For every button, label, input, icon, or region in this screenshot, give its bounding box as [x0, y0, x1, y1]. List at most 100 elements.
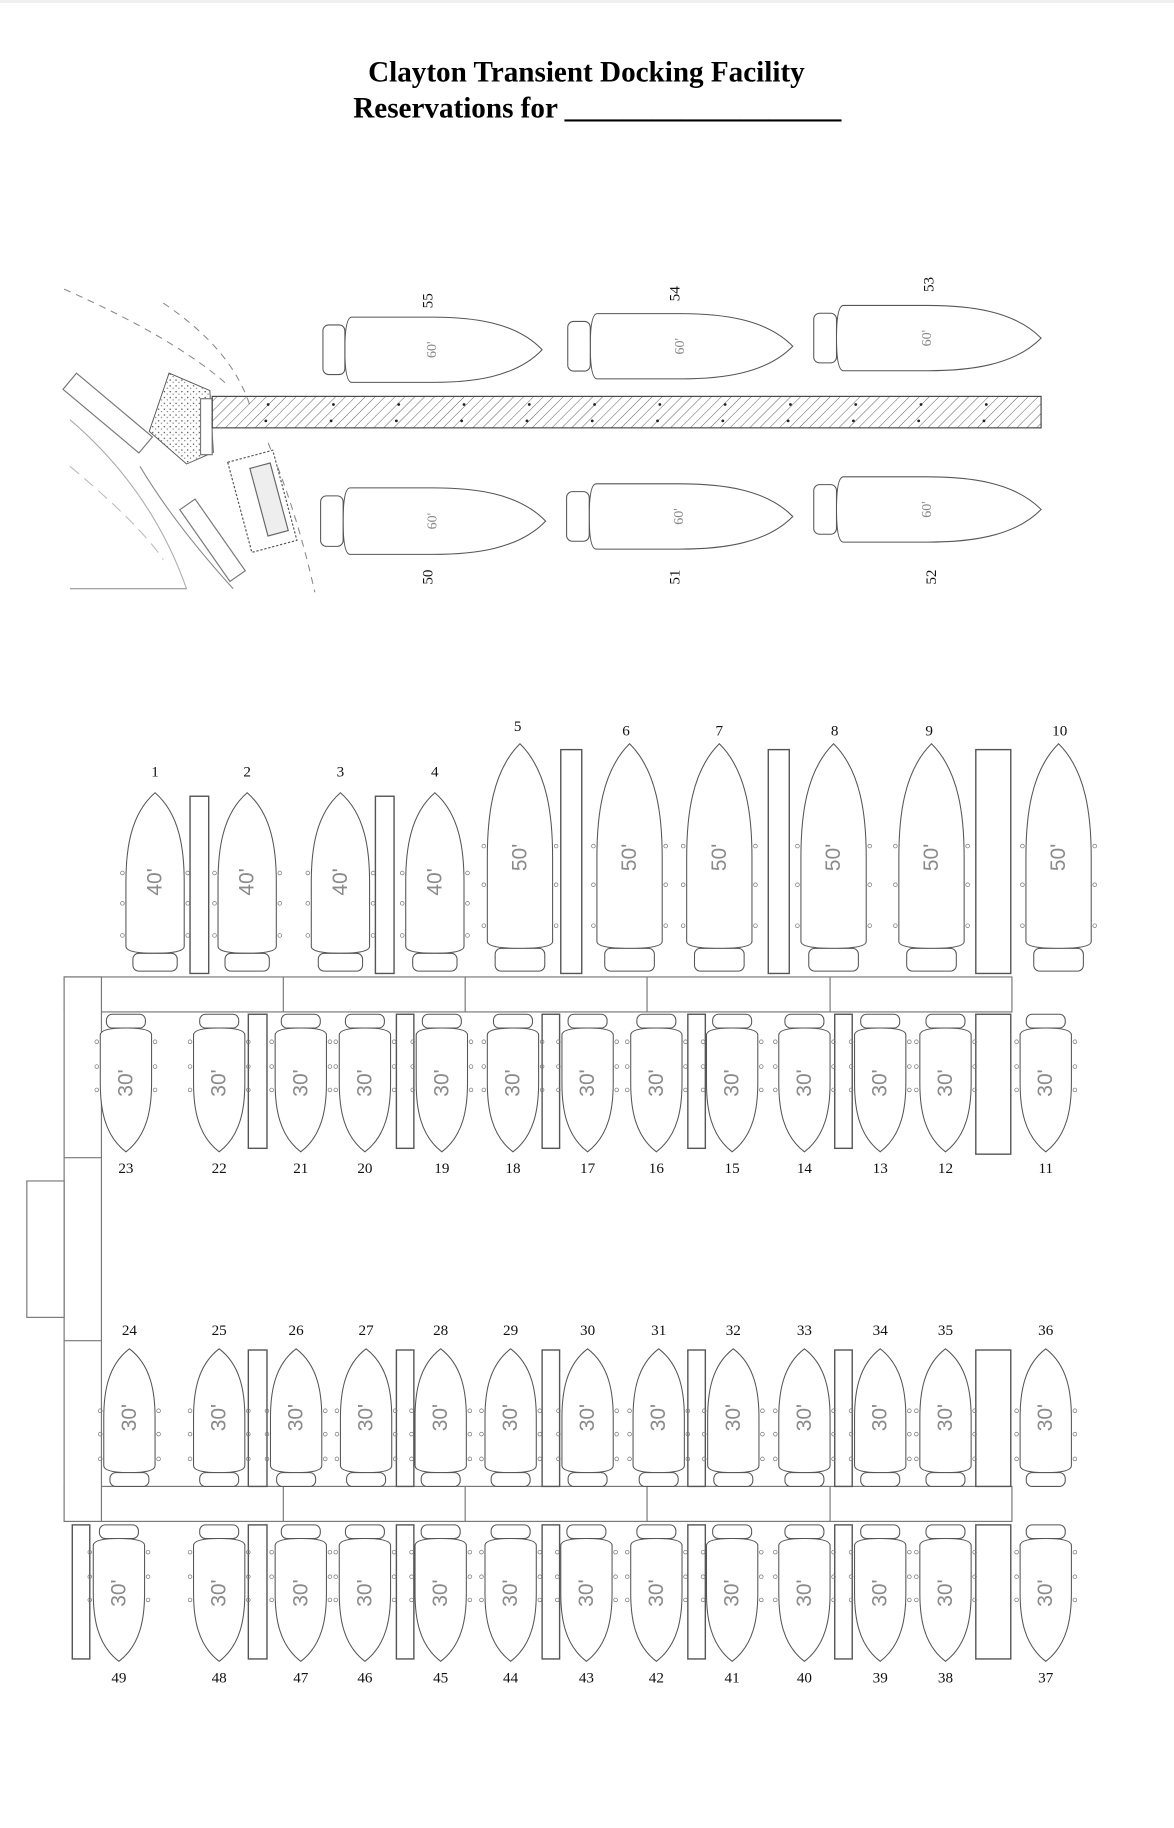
slip-number: 7 [716, 723, 724, 740]
finger-pier [975, 748, 1012, 975]
slip-number: 15 [725, 1160, 740, 1177]
finger-pier [395, 1349, 415, 1488]
slip-number: 2 [243, 763, 251, 780]
boat-outline [269, 1524, 333, 1662]
slip-33[interactable]: 30'33 [773, 1322, 836, 1487]
slip-2[interactable]: 40'2 [212, 763, 283, 972]
main-pier [211, 395, 1042, 429]
boat-size-label: 30' [107, 1579, 130, 1606]
slip-51[interactable]: 60' 51 [566, 483, 794, 585]
slip-46[interactable]: 30'46 [333, 1524, 397, 1686]
boat-outline [848, 1524, 912, 1662]
slip-15[interactable]: 30'15 [700, 1013, 764, 1177]
slip-38[interactable]: 30'38 [914, 1524, 977, 1686]
slip-52[interactable]: 60'52 [813, 476, 1042, 585]
slip-1[interactable]: 40'1 [120, 763, 190, 972]
slip-17[interactable]: 30'17 [556, 1013, 619, 1177]
side-walkway [63, 976, 103, 1522]
boat-outline [914, 1524, 977, 1662]
finger-pier [395, 1524, 415, 1660]
slip-8[interactable]: 50'8 [795, 723, 872, 972]
slip-48[interactable]: 30'48 [187, 1524, 251, 1686]
slip-number: 41 [725, 1669, 740, 1686]
boat-outline [848, 1013, 912, 1153]
slip-4[interactable]: 40' 4 [400, 763, 470, 972]
boat-size-label: 30' [576, 1404, 599, 1431]
slip-50[interactable]: 60'50 [320, 487, 547, 585]
boat-outline [187, 1013, 251, 1153]
slip-9[interactable]: 50'9 [893, 723, 970, 972]
slip-28[interactable]: 30'28 [409, 1322, 473, 1487]
slip-6[interactable]: 50'6 [591, 723, 668, 972]
slip-22[interactable]: 30'22 [187, 1013, 251, 1177]
slip-number: 21 [293, 1160, 308, 1177]
boat-outline [212, 792, 283, 972]
slip-43[interactable]: 30'43 [555, 1524, 618, 1686]
slip-10[interactable]: 50'10 [1020, 723, 1097, 972]
slip-number: 11 [1038, 1160, 1053, 1177]
boat-outline [555, 1524, 618, 1662]
slip-11[interactable]: 30'11 [1014, 1013, 1078, 1177]
slip-number: 9 [925, 723, 933, 740]
slip-35[interactable]: 30'35 [914, 1322, 977, 1487]
boat-outline [567, 313, 794, 380]
walkway-dividers [282, 976, 831, 1522]
slip-7[interactable]: 50'7 [680, 723, 758, 972]
slip-30[interactable]: 30'30 [556, 1322, 619, 1487]
slip-25[interactable]: 30'25 [187, 1322, 251, 1487]
slip-40[interactable]: 30'40 [773, 1524, 836, 1686]
slip-13[interactable]: 30' 13 [848, 1013, 912, 1177]
boat-size-label: 40' [144, 868, 167, 895]
slip-number: 4 [431, 763, 439, 780]
boat-outline [400, 792, 470, 972]
finger-pier [395, 1013, 415, 1150]
slip-12[interactable]: 30'12 [914, 1013, 977, 1177]
slip-27[interactable]: 30'27 [334, 1322, 398, 1487]
slip-number: 16 [649, 1160, 665, 1177]
slip-34[interactable]: 30'34 [848, 1322, 912, 1487]
finger-pier [834, 1524, 853, 1660]
boat-size-label: 30' [869, 1069, 892, 1096]
finger-pier [247, 1013, 268, 1150]
slip-14[interactable]: 30'14 [773, 1013, 836, 1177]
slip-39[interactable]: 30'39 [848, 1524, 912, 1686]
slip-24[interactable]: 30'24 [98, 1322, 161, 1487]
slip-number: 39 [873, 1669, 888, 1686]
slip-3[interactable]: 40'3 [305, 763, 376, 972]
slip-number: 22 [212, 1160, 227, 1177]
reservations-for-line: Reservations for ___________________ [353, 93, 842, 125]
slip-36[interactable]: 30'36 [1014, 1322, 1078, 1487]
slip-41[interactable]: 30'41 [700, 1524, 764, 1686]
boat-outline [1014, 1348, 1078, 1487]
slip-29[interactable]: 30'29 [479, 1322, 542, 1487]
slip-number: 53 [921, 277, 938, 292]
boat-size-label: 60' [672, 508, 687, 525]
slip-31[interactable]: 30'31 [627, 1322, 691, 1487]
slip-23[interactable]: 30'23 [94, 1013, 158, 1177]
slip-53[interactable]: 60'53 [813, 277, 1042, 372]
slip-49[interactable]: 30'49 [87, 1524, 151, 1686]
boat-size-label: 30' [576, 1069, 599, 1096]
slip-21[interactable]: 30'21 [269, 1013, 333, 1177]
slip-26[interactable]: 30'26 [264, 1322, 328, 1487]
slip-44[interactable]: 30'44 [479, 1524, 542, 1686]
boat-size-label: 30' [722, 1404, 745, 1431]
slip-47[interactable]: 30'47 [269, 1524, 333, 1686]
boat-outline [479, 1524, 542, 1662]
slip-5[interactable]: 50'5 [481, 718, 559, 972]
slip-37[interactable]: 30'37 [1014, 1524, 1078, 1686]
slip-number: 13 [873, 1160, 888, 1177]
slip-number: 51 [667, 570, 684, 585]
boat-size-label: 40' [423, 868, 446, 895]
slip-18[interactable]: 30'18 [481, 1013, 545, 1177]
slip-20[interactable]: 30'20 [333, 1013, 397, 1177]
slip-55[interactable]: 60'55 [322, 293, 543, 383]
slip-54[interactable]: 60'54 [567, 286, 794, 380]
slip-16[interactable]: 30'16 [625, 1013, 688, 1177]
slip-45[interactable]: 30'45 [409, 1524, 473, 1686]
slip-32[interactable]: 30'32 [701, 1322, 765, 1487]
slip-42[interactable]: 30'42 [625, 1524, 688, 1686]
boat-size-label: 30' [429, 1404, 452, 1431]
slip-19[interactable]: 30'19 [410, 1013, 474, 1177]
boat-outline [1020, 743, 1097, 972]
